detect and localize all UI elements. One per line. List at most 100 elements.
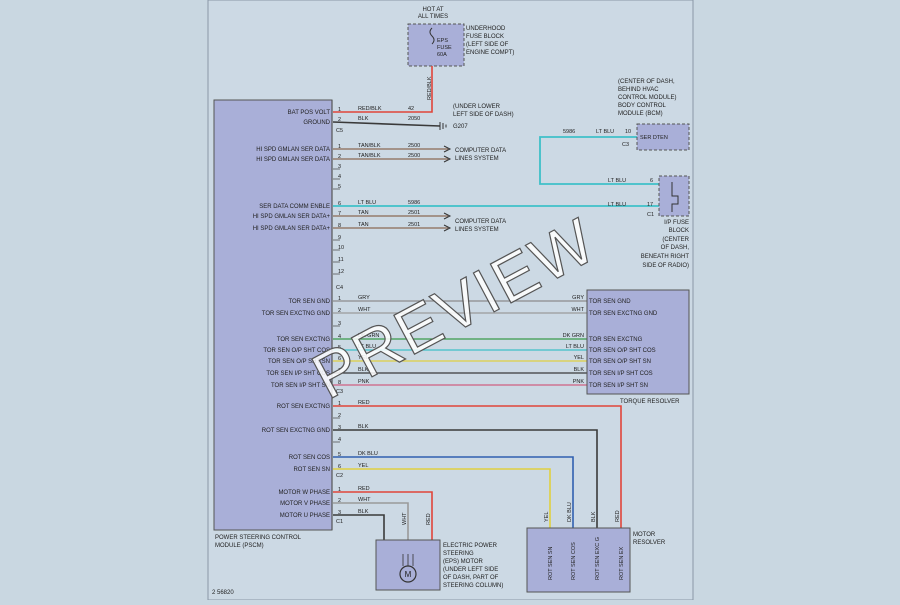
eps-motor-name-5: OF DASH, PART OF bbox=[443, 575, 499, 581]
pin-number: 1 bbox=[338, 401, 341, 407]
pscm-module-box bbox=[213, 99, 333, 531]
pscm-pin-label: MOTOR V PHASE bbox=[280, 501, 330, 507]
wire-trace bbox=[332, 121, 441, 127]
ground-location-2: LEFT SIDE OF DASH) bbox=[453, 112, 514, 118]
ip-fuse-name-1: I/P FUSE bbox=[664, 220, 689, 226]
eps-motor-wire-wht: WHT bbox=[402, 512, 408, 525]
pscm-pin-label: TOR SEN O/P SHT SN bbox=[268, 359, 330, 365]
pscm-pin-label: ROT SEN EXCTNG GND bbox=[262, 428, 331, 434]
bcm-name-1: BODY CONTROL bbox=[618, 103, 667, 109]
torque-resolver-wire: WHT bbox=[571, 307, 584, 313]
torque-resolver-pin-label: TOR SEN I/P SHT SN bbox=[589, 383, 648, 389]
pin-number: 5 bbox=[338, 184, 341, 190]
wire-color-label: BLK bbox=[358, 509, 369, 515]
wire-color-label: TAN bbox=[358, 210, 369, 216]
torque-resolver-pin-label: TOR SEN O/P SHT SN bbox=[589, 359, 651, 365]
wire-color-label: TAN/BLK bbox=[358, 143, 381, 149]
torque-resolver-wire: DK GRN bbox=[563, 333, 584, 339]
motor-resolver-wire: RED bbox=[615, 510, 621, 522]
wire-color-label: LT BLU bbox=[358, 344, 376, 350]
fuse-wire-label: RED/BLK bbox=[427, 76, 433, 100]
underhood-fuse-block: HOT AT ALL TIMES EPS FUSE 60A UNDERHOOD … bbox=[407, 7, 514, 100]
wire-color-label: YEL bbox=[358, 463, 368, 469]
eps-motor: M ELECTRIC POWER STEERING (EPS) MOTOR (U… bbox=[375, 512, 503, 591]
bcm-connector: C3 bbox=[622, 142, 629, 148]
pin-number: 1 bbox=[338, 144, 341, 150]
wire-color-label: BLK bbox=[358, 116, 369, 122]
wire-color-label: TAN bbox=[358, 222, 369, 228]
ground-location-1: (UNDER LOWER bbox=[453, 104, 501, 110]
pin-number: 2 bbox=[338, 308, 341, 314]
ip-fuse-connector: C1 bbox=[647, 212, 654, 218]
circuit-number: 42 bbox=[408, 106, 414, 112]
pin-number: 1 bbox=[338, 296, 341, 302]
torque-resolver-pin-label: TOR SEN I/P SHT COS bbox=[589, 371, 653, 377]
bcm-name-2: MODULE (BCM) bbox=[618, 111, 663, 117]
ip-fuse-bus-icon bbox=[671, 182, 679, 212]
bcm-location-1: (CENTER OF DASH, bbox=[618, 79, 675, 85]
pin-number: 7 bbox=[338, 211, 341, 217]
pin-number: 8 bbox=[338, 380, 341, 386]
pin-number: 9 bbox=[338, 235, 341, 241]
pin-number: 6 bbox=[338, 464, 341, 470]
fuse-name-1: EPS bbox=[437, 38, 448, 44]
ip-fuse-pin-a: 6 bbox=[650, 178, 653, 184]
pscm-pin-label: TOR SEN I/P SHT SN bbox=[271, 383, 330, 389]
arrow-icon bbox=[443, 155, 452, 163]
motor-resolver-pin-label: ROT SEN EX bbox=[619, 546, 625, 580]
ip-fuse-wire-a: LT BLU bbox=[608, 178, 626, 184]
pscm-pin-label: MOTOR U PHASE bbox=[280, 513, 330, 519]
pin-number: 12 bbox=[338, 269, 344, 275]
wire-color-label: DK GRN bbox=[358, 333, 379, 339]
data-lines-label-2: COMPUTER DATA LINES SYSTEM bbox=[455, 219, 506, 233]
pscm-pin-label: TOR SEN I/P SHT COS bbox=[266, 371, 330, 377]
pin-number: 5 bbox=[338, 452, 341, 458]
torque-resolver-pin-label: TOR SEN EXCTNG bbox=[589, 337, 643, 343]
ip-fuse-name-2: BLOCK bbox=[669, 228, 689, 234]
pin-number: 8 bbox=[338, 223, 341, 229]
pin-number: 3 bbox=[338, 164, 341, 170]
pin-number: 3 bbox=[338, 425, 341, 431]
wire-trace bbox=[333, 66, 433, 113]
ground-name: G207 bbox=[453, 124, 468, 130]
wire-color-label: RED bbox=[358, 400, 370, 406]
pin-number: 5 bbox=[338, 345, 341, 351]
torque-resolver-name: TORQUE RESOLVER bbox=[620, 399, 680, 405]
wire-trace bbox=[333, 514, 385, 540]
torque-resolver-wire: PNK bbox=[573, 379, 585, 385]
ip-fuse-location-1: (CENTER bbox=[662, 237, 689, 243]
wire-color-label: LT BLU bbox=[358, 200, 376, 206]
wire-color-label: RED bbox=[358, 486, 370, 492]
wire-color-label: WHT bbox=[358, 307, 371, 313]
wire-color-label: WHT bbox=[358, 497, 371, 503]
bcm-wire-color: LT BLU bbox=[596, 129, 614, 135]
torque-resolver-wire: GRY bbox=[572, 295, 584, 301]
wire-trace bbox=[333, 456, 574, 528]
circuit-number: 2050 bbox=[408, 116, 420, 122]
pscm-pin-label: MOTOR W PHASE bbox=[278, 490, 330, 496]
pin-number: 4 bbox=[338, 334, 341, 340]
connector-c2: C2 bbox=[336, 473, 343, 479]
pin-number: 2 bbox=[338, 117, 341, 123]
pscm-pin-label: TOR SEN GND bbox=[288, 299, 330, 305]
motor-resolver-name-1: MOTOR bbox=[633, 532, 656, 538]
pin-number: 7 bbox=[338, 368, 341, 374]
connector-c4: C4 bbox=[336, 285, 343, 291]
torque-resolver-wire: YEL bbox=[574, 355, 584, 361]
fuse-location-2: FUSE BLOCK bbox=[466, 34, 504, 40]
pin-number: 1 bbox=[338, 107, 341, 113]
wire-trace bbox=[333, 405, 622, 528]
svg-text:COMPUTER DATA: COMPUTER DATA bbox=[455, 148, 506, 154]
pscm-pin-label: GROUND bbox=[303, 120, 330, 126]
wire-color-label: TAN/BLK bbox=[358, 153, 381, 159]
pscm-pin-label: HI SPD GMLAN SER DATA+ bbox=[253, 226, 331, 232]
sheet-id: 2 56820 bbox=[212, 590, 234, 596]
fuse-location-3: (LEFT SIDE OF bbox=[466, 42, 509, 48]
wire-trace bbox=[539, 136, 659, 185]
fuse-name-2: FUSE bbox=[437, 45, 452, 51]
wire-trace bbox=[333, 491, 433, 540]
